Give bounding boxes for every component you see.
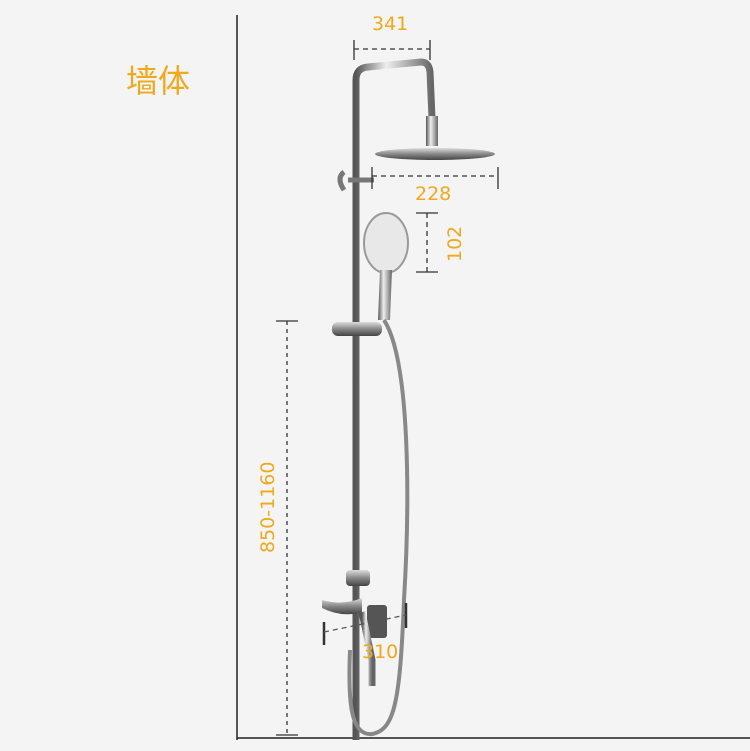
dim-hand-shower: 102: [444, 226, 466, 262]
rain-shower-head: [375, 148, 495, 160]
dim-spout: 310: [362, 641, 398, 663]
head-connector: [426, 116, 438, 146]
wall-bracket: [337, 170, 374, 192]
mixer-lever: [322, 598, 362, 615]
wall-label: 墙体: [126, 62, 191, 100]
hose: [347, 318, 410, 737]
dimension-lines: [276, 40, 499, 736]
hand-shower-head: [363, 212, 409, 274]
dim-head-diameter: 228: [415, 183, 451, 205]
dim-mount-height: 850-1160: [257, 462, 279, 553]
dim-top-arm: 341: [372, 13, 408, 35]
hand-shower-handle: [378, 270, 392, 320]
riser-pipe: [352, 58, 436, 740]
slide-holder: [332, 322, 382, 336]
diverter-knob: [346, 570, 370, 586]
tub-spout: [358, 611, 376, 686]
